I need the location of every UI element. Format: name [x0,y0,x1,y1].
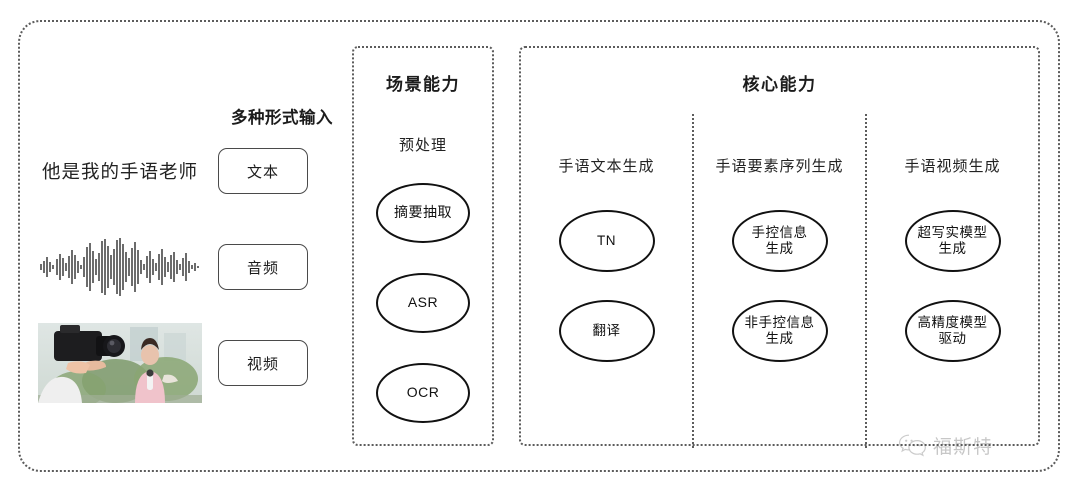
core-node-translation[interactable]: 翻译 [558,300,655,362]
input-row-video: 视频 [22,323,342,403]
audio-waveform-icon [40,238,199,296]
core-capability-panel: 核心能力 手语文本生成 TN 翻译 手语要素序列生成 手控信息生成 非手控信息生… [519,46,1040,448]
input-sample-text: 他是我的手语老师 [22,158,218,184]
core-column-sign-video-generation: 手语视频生成 超写实模型生成 高精度模型驱动 [865,114,1038,448]
input-row-audio: 音频 [22,238,342,296]
core-column-sign-element-sequence-generation: 手语要素序列生成 手控信息生成 非手控信息生成 [692,114,865,448]
core-node-tn[interactable]: TN [558,210,655,272]
core-node-high-precision-model-driving[interactable]: 高精度模型驱动 [904,300,1001,362]
scene-node-ocr[interactable]: OCR [376,363,470,423]
modality-chip-video[interactable]: 视频 [218,340,308,386]
video-thumbnail-image [38,323,202,403]
input-section-title: 多种形式输入 [231,109,333,127]
modality-chip-audio[interactable]: 音频 [218,244,308,290]
scene-node-asr[interactable]: ASR [376,273,470,333]
input-sample-audio [22,237,218,297]
core-capability-title: 核心能力 [742,75,817,94]
scene-subcolumn-label-preprocess: 预处理 [398,137,447,154]
core-column-label-sign-video-generation: 手语视频生成 [904,158,1001,175]
core-capability-columns: 手语文本生成 TN 翻译 手语要素序列生成 手控信息生成 非手控信息生成 手语视… [521,114,1038,448]
core-node-non-manual-signal-generation[interactable]: 非手控信息生成 [731,300,828,362]
input-modalities-section: 多种形式输入 他是我的手语老师 文本 [22,22,342,470]
scene-capability-panel: 场景能力 预处理 摘要抽取 ASR OCR [352,46,494,446]
scene-node-summary-extraction[interactable]: 摘要抽取 [376,183,470,243]
scene-capability-title: 场景能力 [386,75,460,94]
core-column-label-sign-text-generation: 手语文本生成 [558,158,655,175]
modality-chip-text[interactable]: 文本 [218,148,308,194]
sample-sentence: 他是我的手语老师 [41,161,198,182]
input-row-text: 他是我的手语老师 文本 [22,148,342,194]
diagram-outer-frame [18,20,1060,472]
input-sample-video [22,323,218,403]
core-column-sign-text-generation: 手语文本生成 TN 翻译 [521,114,692,448]
core-column-label-sign-element-sequence-generation: 手语要素序列生成 [715,158,844,175]
core-node-hyperrealistic-model-generation[interactable]: 超写实模型生成 [904,210,1001,272]
core-node-manual-signal-generation[interactable]: 手控信息生成 [731,210,828,272]
